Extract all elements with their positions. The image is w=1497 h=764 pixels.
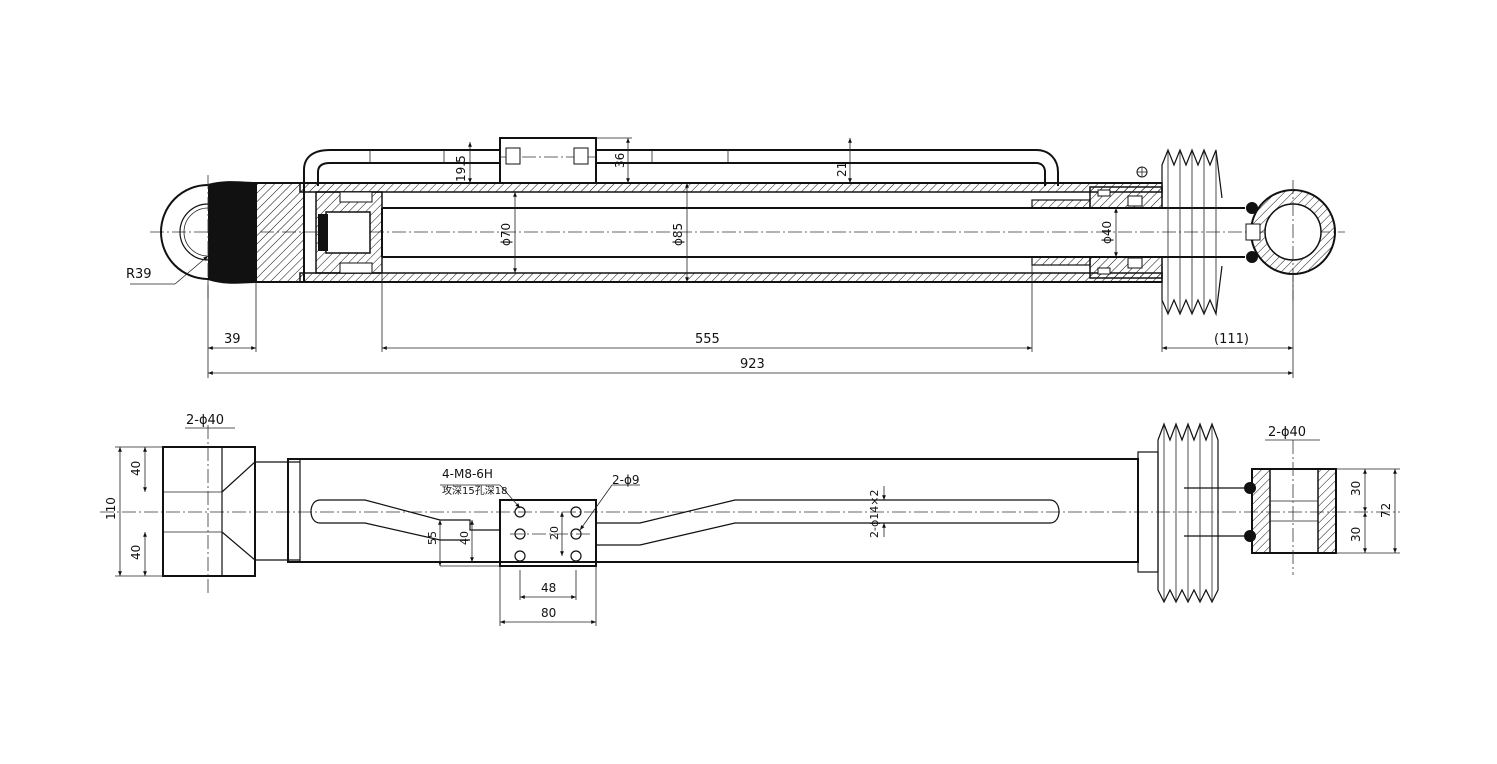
dim-80: 80 <box>541 606 556 620</box>
right-eye-block <box>1244 440 1337 575</box>
dim-phi40: ϕ40 <box>1100 221 1114 244</box>
right-rod-eye <box>1136 166 1336 300</box>
dim-pipe: 2-ϕ14×2 <box>868 490 881 538</box>
dim-19-5: 19.5 <box>454 155 468 182</box>
dim-40-block: 40 <box>458 531 471 545</box>
dim-30-lower: 30 <box>1349 527 1363 542</box>
dim-phi85: ϕ85 <box>671 223 685 246</box>
dim-111: (111) <box>1214 332 1249 347</box>
dim-thread-holes: 4-M8-6H <box>442 467 493 481</box>
dim-55: 55 <box>426 531 439 545</box>
dim-phi70: ϕ70 <box>499 223 513 246</box>
dim-20: 20 <box>548 526 561 540</box>
rear-head <box>255 182 305 283</box>
left-clevis-eye <box>160 175 257 300</box>
dim-left-holes: 2-ϕ40 <box>186 413 224 428</box>
dim-right-holes: 2-ϕ40 <box>1268 425 1306 440</box>
dim-40-lower: 40 <box>129 545 143 560</box>
top-section-view: R39 39 555 (111) 923 19.5 36 21 ϕ70 ϕ85 … <box>126 137 1345 378</box>
dim-72: 72 <box>1379 503 1393 518</box>
dim-110: 110 <box>104 497 118 520</box>
left-clevis-block <box>162 425 300 595</box>
dim-thread-depth: 攻深15孔深18 <box>442 484 507 497</box>
dim-40-upper: 40 <box>129 461 143 476</box>
dim-21: 21 <box>835 162 849 177</box>
bottom-plan-view: 2-ϕ40 2-ϕ40 110 40 40 4-M8-6H 攻深15孔深18 2… <box>100 413 1400 626</box>
top-dimensions <box>130 137 1294 378</box>
dim-36: 36 <box>613 153 627 168</box>
rod-gland <box>1031 186 1163 279</box>
dim-48: 48 <box>541 581 556 595</box>
dim-555: 555 <box>695 332 720 347</box>
cylinder-barrel <box>299 182 1163 283</box>
valve-block <box>499 499 597 567</box>
rod-bellows <box>1161 148 1223 317</box>
dim-923: 923 <box>740 357 765 372</box>
bellows-side <box>1137 422 1256 604</box>
barrel-outline <box>287 458 1139 563</box>
dim-39: 39 <box>224 332 241 347</box>
dim-r39: R39 <box>126 267 152 282</box>
dim-small-holes: 2-ϕ9 <box>612 473 640 487</box>
oil-tube-bottom <box>310 499 1060 546</box>
oil-tube-top <box>303 137 1059 186</box>
dim-30-upper: 30 <box>1349 481 1363 496</box>
bottom-dimensions <box>115 427 1400 626</box>
piston <box>315 191 383 274</box>
